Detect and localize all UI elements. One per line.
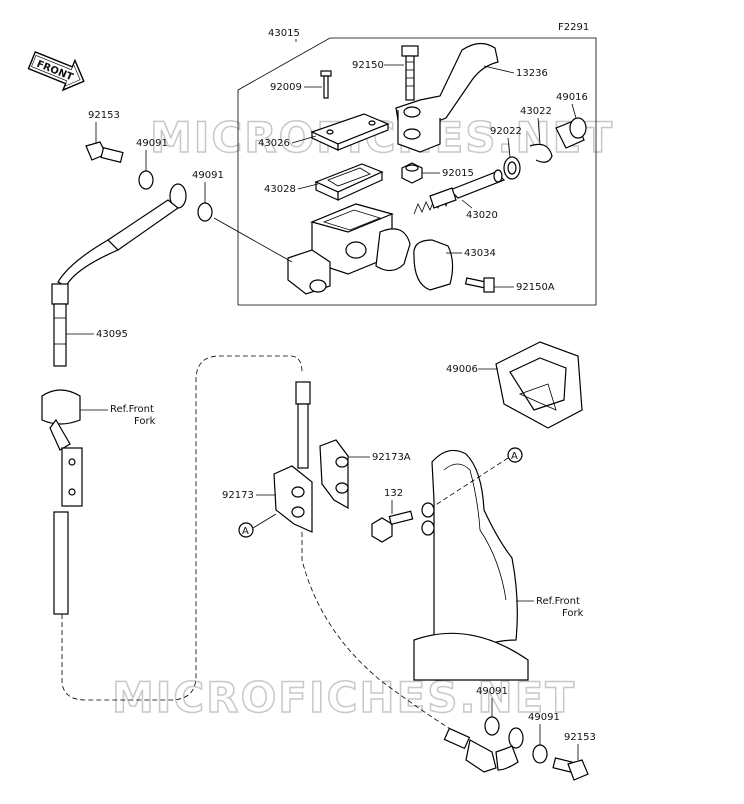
- hose-routing-lower: [301, 532, 453, 731]
- figure-code: F2291: [558, 22, 589, 33]
- label-43026: 43026: [258, 138, 290, 149]
- clamp-43034: [413, 239, 454, 291]
- label-92153-top: 92153: [88, 110, 120, 121]
- label-132: 132: [384, 488, 403, 499]
- assembly-box-43015: [237, 37, 597, 306]
- banjo-bolt-92153-bottom: [552, 757, 589, 781]
- front-arrow-icon: FRONT: [27, 51, 85, 92]
- label-49091-mid: 49091: [192, 170, 224, 181]
- brake-hose-43095: [51, 183, 187, 367]
- label-92153-bottom: 92153: [564, 732, 596, 743]
- label-ref-fork-left-1: Ref.Front: [110, 404, 154, 415]
- piston-assembly-43020: [413, 169, 506, 215]
- banjo-bolt-92153-top: [85, 141, 124, 163]
- washer-49091-bottom-2: [532, 744, 548, 764]
- label-ref-fork-right-1: Ref.Front: [536, 596, 580, 607]
- boot-49016: [555, 117, 587, 149]
- label-92009: 92009: [270, 82, 302, 93]
- hose-center-section: [295, 381, 311, 469]
- screw-92009: [320, 70, 332, 99]
- circlip-43022: [529, 143, 553, 163]
- label-49091-bottom-1: 49091: [476, 686, 508, 697]
- lever-13236: [395, 42, 499, 153]
- diaphragm-43028: [314, 163, 384, 201]
- hose-fitting-lower: [443, 727, 524, 773]
- label-43022: 43022: [520, 106, 552, 117]
- clamp-92173: [273, 465, 313, 533]
- callout-a-right-text: A: [511, 451, 518, 462]
- label-92173a: 92173A: [372, 452, 411, 463]
- label-43015: 43015: [268, 28, 300, 39]
- label-43095: 43095: [96, 329, 128, 340]
- washer-49091-top: [138, 170, 154, 190]
- front-fork-right: [413, 449, 529, 681]
- label-43028: 43028: [264, 184, 296, 195]
- label-92015: 92015: [442, 168, 474, 179]
- label-43034: 43034: [464, 248, 496, 259]
- washer-49091-bottom-1: [484, 716, 500, 736]
- hose-clamp-left: [41, 389, 83, 615]
- label-49091-top: 49091: [136, 138, 168, 149]
- label-49006: 49006: [446, 364, 478, 375]
- master-cylinder-body: [287, 203, 411, 295]
- label-49016: 49016: [556, 92, 588, 103]
- label-ref-fork-right-2: Fork: [562, 608, 584, 619]
- label-92150a: 92150A: [516, 282, 555, 293]
- callout-a-right: [507, 447, 523, 463]
- bolt-92150a: [464, 277, 495, 293]
- label-92150: 92150: [352, 60, 384, 71]
- label-43020: 43020: [466, 210, 498, 221]
- label-92173: 92173: [222, 490, 254, 501]
- clamp-92173a: [319, 439, 349, 510]
- label-ref-fork-left-2: Fork: [134, 416, 156, 427]
- washer-49091-mid: [197, 202, 213, 222]
- watermark-bottom: MICROFICHES.NET: [112, 673, 576, 722]
- bolt-92150: [401, 45, 419, 101]
- label-92022: 92022: [490, 126, 522, 137]
- nut-92015: [401, 162, 423, 184]
- label-49091-bottom-2: 49091: [528, 712, 560, 723]
- callout-a-left-text: A: [242, 526, 249, 537]
- label-13236: 13236: [516, 68, 548, 79]
- callout-a-left: [238, 522, 254, 538]
- hose-routing-path: [61, 355, 303, 701]
- cap-43026: [310, 113, 390, 151]
- bolt-132: [371, 510, 414, 543]
- guard-49006: [495, 341, 583, 429]
